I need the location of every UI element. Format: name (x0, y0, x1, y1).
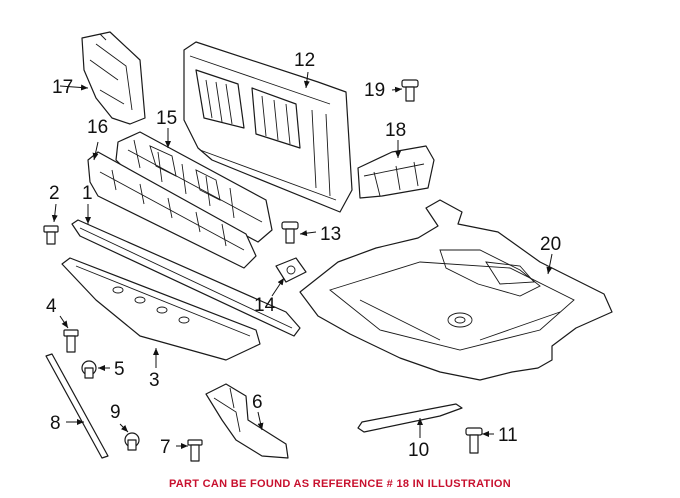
callout-7: 7 (160, 437, 171, 458)
callout-11: 11 (498, 425, 518, 446)
part-5-screw (81, 360, 97, 379)
part-6-bracket (205, 383, 289, 459)
callout-18: 18 (385, 120, 406, 141)
callout-6: 6 (252, 392, 263, 413)
reference-note: PART CAN BE FOUND AS REFERENCE # 18 IN I… (168, 478, 512, 490)
callout-17: 17 (52, 77, 73, 98)
part-7-bolt (187, 439, 203, 462)
part-1-lower-bar (71, 219, 301, 337)
callout-4: 4 (46, 296, 57, 317)
part-20-underbody-shield (299, 199, 613, 381)
part-14-nut-clip (275, 257, 307, 283)
callout-9: 9 (110, 402, 121, 423)
callout-20: 20 (540, 234, 561, 255)
part-19-bolt (401, 79, 419, 102)
callout-2: 2 (49, 183, 60, 204)
leader-lines (51, 71, 553, 449)
callout-numbers: 17 16 15 12 19 18 2 1 13 14 20 4 5 3 8 9… (46, 50, 561, 461)
part-9-screw (124, 432, 140, 451)
callout-15: 15 (156, 108, 177, 129)
callout-14: 14 (254, 295, 276, 316)
callout-10: 10 (408, 440, 429, 461)
callout-13: 13 (320, 224, 341, 245)
callout-12: 12 (294, 50, 315, 71)
part-3-front-cover (61, 257, 261, 361)
part-15-lower-grille (115, 131, 273, 243)
part-18-bracket (357, 145, 435, 199)
callout-19: 19 (364, 80, 385, 101)
part-12-grille-frame (183, 41, 353, 213)
callout-1: 1 (82, 183, 93, 204)
part-8-rod (45, 353, 109, 459)
part-16-bumper-trim (87, 151, 257, 269)
callout-8: 8 (50, 413, 61, 434)
part-11-bolt (465, 427, 483, 454)
callout-3: 3 (149, 370, 160, 391)
callout-5: 5 (114, 359, 125, 380)
part-4-bolt (63, 329, 79, 353)
part-17-air-duct (81, 31, 146, 125)
callout-16: 16 (87, 117, 108, 138)
part-13-bolt (281, 221, 299, 244)
part-2-bolt (43, 225, 59, 245)
part-10-strip (357, 403, 463, 433)
